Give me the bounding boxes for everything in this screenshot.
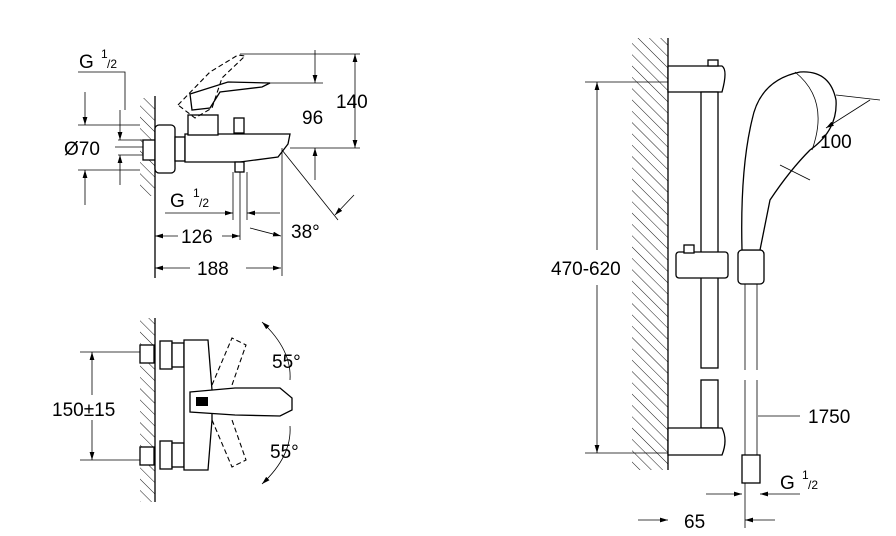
rail	[700, 91, 719, 369]
head-diameter-label: 100	[820, 132, 852, 153]
wall-distance-label: 65	[684, 512, 705, 533]
svg-text:1: 1	[193, 186, 200, 200]
hose-thread-label: G 1 /2	[780, 468, 818, 494]
svg-text:/2: /2	[808, 478, 818, 492]
height-140-label: 140	[336, 92, 368, 113]
rail-height-label: 470-620	[551, 259, 621, 280]
svg-text:G: G	[170, 191, 185, 212]
wall-hatch	[632, 38, 668, 470]
height-96-label: 96	[302, 108, 323, 129]
shower-set: 470-620 100 1750 G 1 /2 65	[551, 38, 881, 533]
outlet-thread-label: G 1 /2	[170, 186, 209, 212]
front-view: 150±15 55° 55°	[52, 318, 301, 502]
side-view: G 1 /2 Ø70 96 140 G 1 /2 38° 126 188	[64, 47, 368, 280]
angle-top-label: 55°	[272, 352, 301, 373]
svg-text:/2: /2	[107, 57, 117, 71]
dim-126-label: 126	[181, 227, 213, 248]
svg-text:/2: /2	[199, 196, 209, 210]
dim-188-label: 188	[197, 259, 229, 280]
svg-text:1: 1	[101, 47, 108, 61]
center-distance-label: 150±15	[52, 400, 115, 421]
hose-length-label: 1750	[808, 407, 850, 428]
svg-text:1: 1	[802, 468, 809, 482]
inlet-thread-label: G 1 /2	[79, 47, 117, 73]
svg-text:G: G	[780, 473, 795, 494]
hand-shower	[741, 71, 837, 251]
diameter-label: Ø70	[64, 139, 100, 160]
svg-text:G: G	[79, 52, 94, 73]
angle-bottom-label: 55°	[270, 442, 299, 463]
spout-body	[184, 133, 291, 163]
lever	[189, 81, 271, 111]
lever-front	[189, 387, 293, 417]
spout-angle-label: 38°	[291, 222, 320, 243]
slider	[675, 251, 729, 279]
